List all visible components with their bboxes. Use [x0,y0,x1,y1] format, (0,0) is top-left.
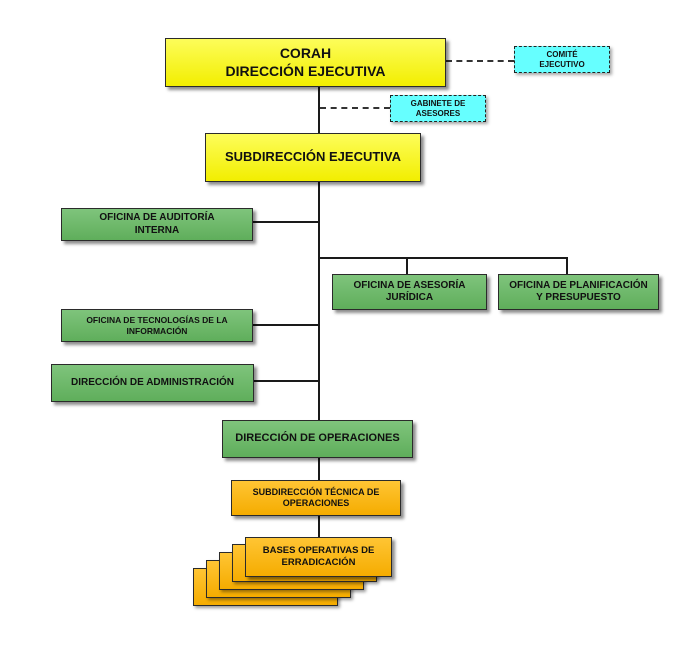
oficina-planificacion-box[interactable]: OFICINA DE PLANIFICACIÓN Y PRESUPUESTO [498,274,659,310]
subdireccion-ejecutiva-box[interactable]: SUBDIRECCIÓN EJECUTIVA [205,133,421,182]
auditoria-connector [253,221,319,223]
oficina-auditoria-box[interactable]: OFICINA DE AUDITORÍA INTERNA [61,208,253,241]
corah-direccion-ejecutiva-box[interactable]: CORAH DIRECCIÓN EJECUTIVA [165,38,446,87]
bases-operativas-box[interactable]: BASES OPERATIVAS DE ERRADICACIÓN [245,537,392,577]
operations-connector [318,458,320,480]
gabinete-dashed-connector [320,107,390,109]
asesoria-drop [406,257,408,274]
oficina-tecnologias-box[interactable]: OFICINA DE TECNOLOGÍAS DE LA INFORMACIÓN [61,309,253,342]
technical-connector [318,516,320,538]
subdireccion-tecnica-box[interactable]: SUBDIRECCIÓN TÉCNICA DE OPERACIONES [231,480,401,516]
comite-dashed-connector [446,60,514,62]
staff-branch-horizontal [318,257,568,259]
gabinete-asesores-box[interactable]: GABINETE DE ASESORES [390,95,486,122]
oficina-asesoria-box[interactable]: OFICINA DE ASESORÍA JURÍDICA [332,274,487,310]
main-vertical-connector [318,86,320,434]
comite-ejecutivo-box[interactable]: COMITÉ EJECUTIVO [514,46,610,73]
direccion-administracion-box[interactable]: DIRECCIÓN DE ADMINISTRACIÓN [51,364,254,402]
planificacion-drop [566,257,568,274]
tecnologias-connector [253,324,319,326]
administracion-connector [254,380,319,382]
direccion-operaciones-box[interactable]: DIRECCIÓN DE OPERACIONES [222,420,413,458]
